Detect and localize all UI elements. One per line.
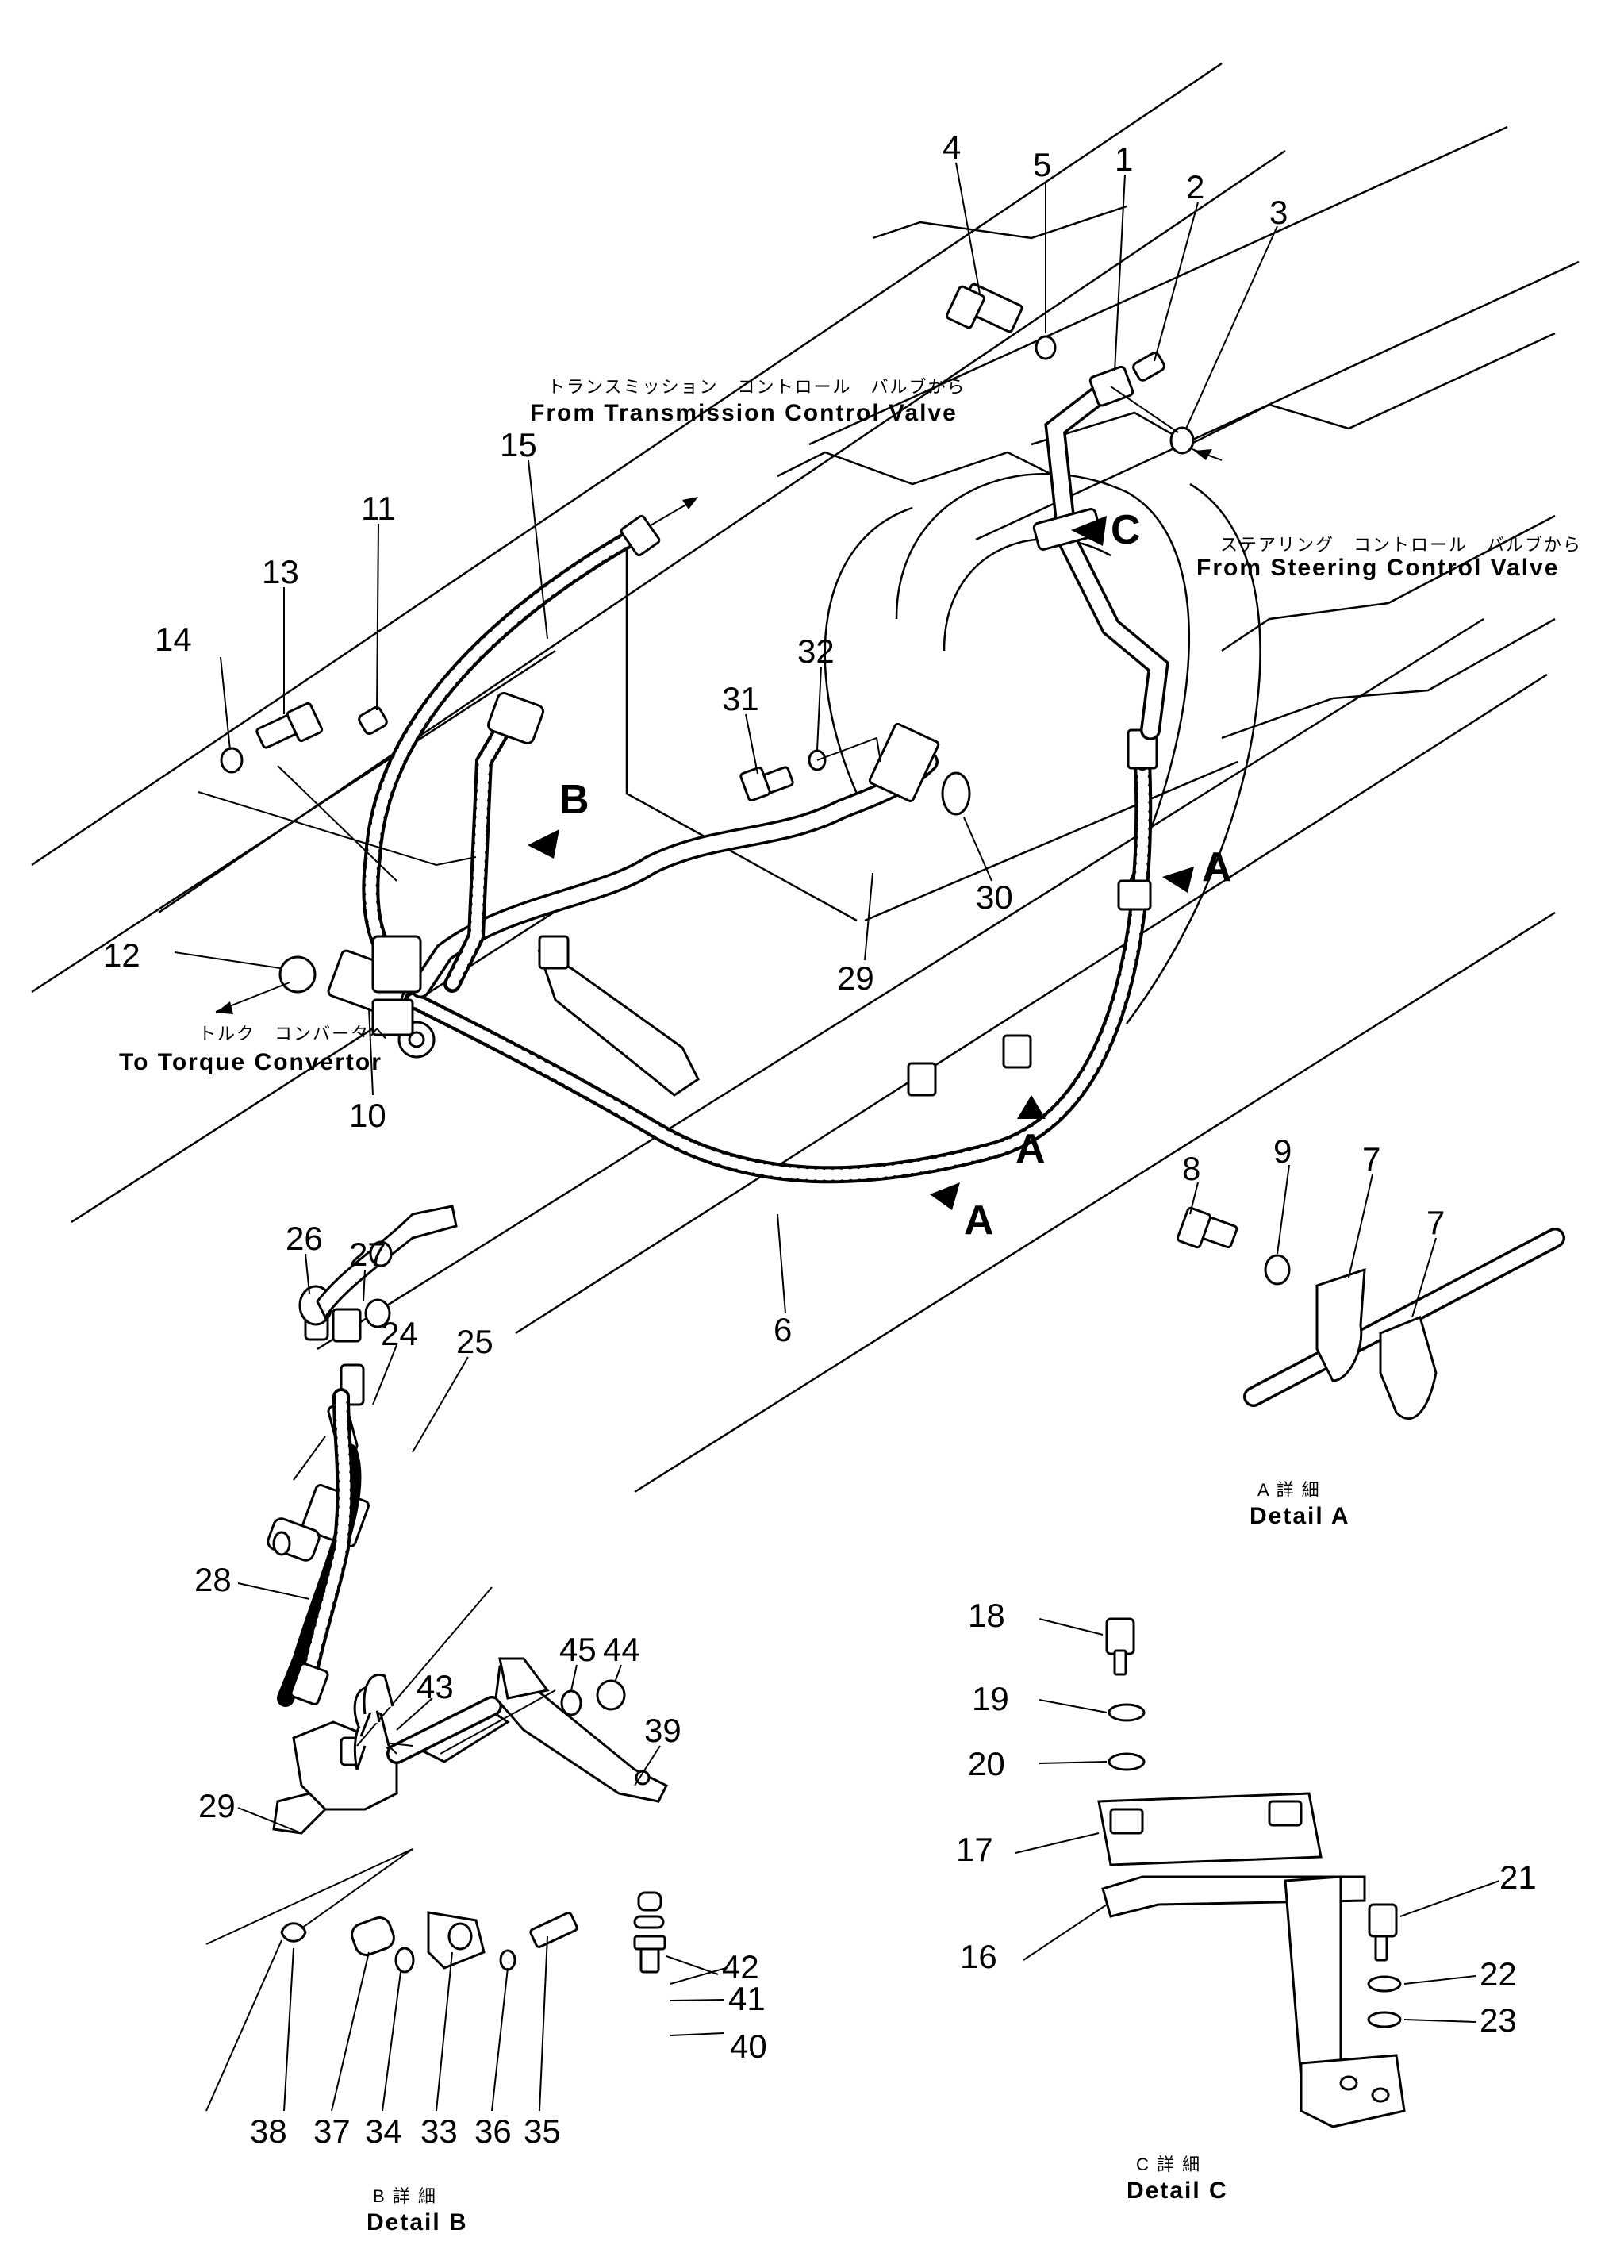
detail-a-parts [1177,1206,1565,1420]
part-number-42: 42 [722,1948,759,1985]
detail-c-parts [1097,1617,1406,2128]
bracket-main [537,879,1152,1097]
part-number-6: 6 [774,1311,792,1348]
part-number-22: 22 [1480,1955,1517,1993]
arrow-a-lower-icon [930,1182,960,1210]
part-number-34: 34 [365,2112,402,2150]
detail-b-jp: B 詳 細 [373,2186,437,2206]
part-number-17: 17 [956,1831,993,1868]
part-number-27: 27 [349,1236,386,1273]
part-number-14: 14 [155,621,192,658]
part-number-29: 29 [837,959,874,997]
detail-a-jp: A 詳 細 [1257,1480,1321,1500]
part-number-28: 28 [194,1561,232,1598]
part-number-44: 44 [603,1631,640,1668]
arrow-a-up-icon [1017,1095,1046,1119]
part-number-41: 41 [728,1980,766,2017]
view-marker-a-lower: A [964,1197,994,1244]
part-number-labels: 1 2 3 4 5 6 7 7 8 9 10 11 12 13 14 15 16… [103,129,1537,2150]
view-marker-c: C [1111,507,1141,553]
view-marker-a-right: A [1202,844,1232,890]
view-marker-b: B [559,777,589,823]
hose-6 [404,728,1158,1184]
to-torque-jp: トルク コンバータへ [198,1024,389,1044]
part-number-32: 32 [797,632,835,670]
callout-text: トランスミッション コントロール バルブから From Transmission… [119,377,1582,2235]
leader-lines [174,162,1500,2112]
housing-outline [895,473,1191,890]
detail-b-en: Detail B [367,2209,468,2235]
from-steering-jp: ステアリング コントロール バルブから [1220,535,1582,555]
part-number-19: 19 [972,1680,1009,1717]
part-number-21: 21 [1499,1859,1537,1896]
part-number-9: 9 [1273,1132,1292,1170]
arrow-b-icon [528,829,559,859]
part-number-37: 37 [313,2112,351,2150]
part-number-45: 45 [559,1631,597,1668]
part-number-43: 43 [417,1668,454,1705]
part-number-23: 23 [1480,2001,1517,2039]
part-number-20: 20 [968,1745,1005,1782]
top-parts [946,283,1223,461]
part-number-13: 13 [262,553,299,590]
part-number-26: 26 [286,1220,323,1257]
part-number-16: 16 [960,1938,997,1975]
part-number-29b: 29 [198,1787,236,1824]
part-number-15: 15 [500,426,537,463]
detail-b-parts [205,1205,669,1974]
view-marker-text: C B A A A [559,507,1232,1244]
part-number-24: 24 [381,1315,418,1352]
arrow-c-icon [1071,516,1107,546]
part-number-25: 25 [456,1323,493,1360]
part-number-31: 31 [722,680,759,717]
valve-block-10 [327,935,436,1059]
to-torque-en: To Torque Convertor [119,1049,382,1075]
part-number-1: 1 [1115,140,1133,178]
frame-outline [31,62,1580,1493]
part-number-8: 8 [1182,1150,1200,1187]
part-number-12: 12 [103,936,140,974]
middle-parts [739,736,971,816]
part-number-38: 38 [250,2112,287,2150]
part-number-7a: 7 [1362,1140,1380,1178]
part-number-39: 39 [644,1712,681,1749]
from-transmission-en: From Transmission Control Valve [530,400,958,426]
part-number-40: 40 [730,2028,767,2065]
from-transmission-jp: トランスミッション コントロール バルブから [547,377,966,397]
detail-c-en: Detail C [1127,2178,1228,2204]
part-number-7b: 7 [1426,1204,1445,1241]
part-number-3: 3 [1269,194,1288,231]
detail-a-en: Detail A [1250,1503,1350,1529]
pipe-29 [410,692,940,998]
part-number-5: 5 [1033,146,1051,183]
part-number-35: 35 [524,2112,561,2150]
part-number-4: 4 [943,129,961,166]
arrow-a-right-icon [1162,867,1194,893]
left-parts [198,702,477,1014]
detail-c-jp: C 詳 細 [1136,2155,1201,2174]
part-number-18: 18 [968,1597,1005,1634]
part-number-33: 33 [420,2112,458,2150]
part-number-36: 36 [474,2112,512,2150]
part-number-2: 2 [1186,168,1204,206]
pipe-1 [1032,365,1169,740]
part-number-30: 30 [976,878,1013,916]
part-number-11: 11 [361,490,396,527]
view-arrows [528,516,1194,1210]
view-marker-a-up: A [1015,1126,1046,1172]
part-number-10: 10 [349,1097,386,1134]
from-steering-en: From Steering Control Valve [1196,555,1559,581]
